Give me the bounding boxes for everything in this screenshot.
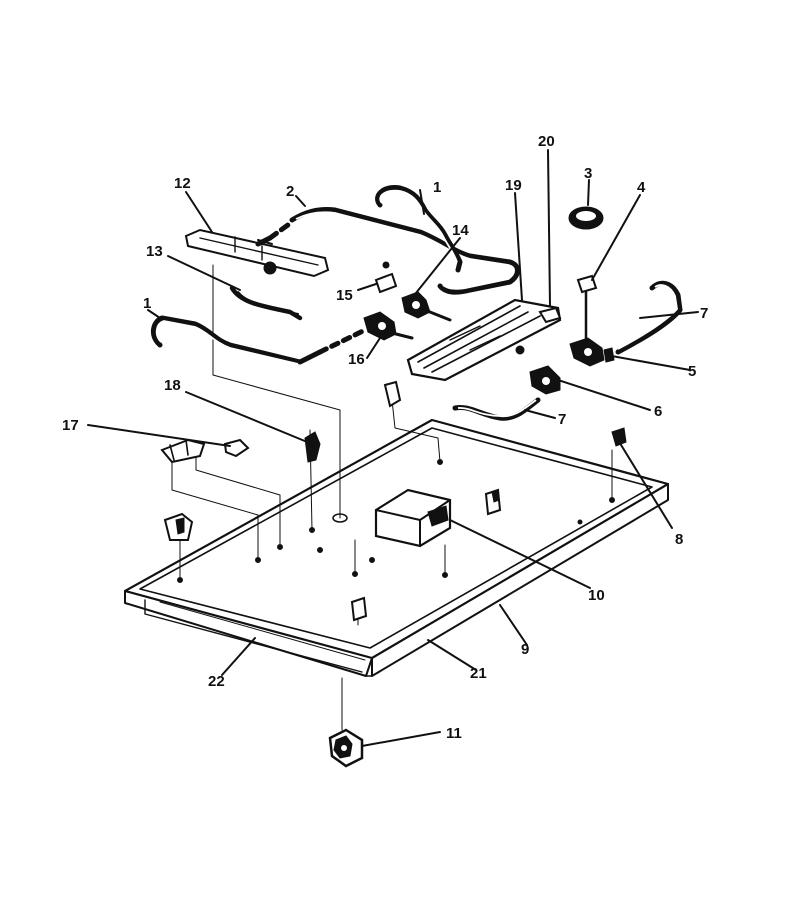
callout-4: 4 [637,179,646,196]
tube-7-upper [615,280,683,355]
valve-14 [401,291,452,322]
callout-17: 17 [62,417,79,434]
module-box-10 [374,488,452,548]
callout-3: 3 [584,165,592,182]
callout-20: 20 [538,133,555,150]
leader-lines [87,149,699,747]
callout-1-upper: 1 [433,179,441,196]
callout-7-lower: 7 [558,411,566,428]
callout-8: 8 [675,531,683,548]
tube-7-lower [452,397,541,421]
callout-16: 16 [348,351,365,368]
callout-18: 18 [164,377,181,394]
callout-15: 15 [336,287,353,304]
burner-bar-12 [184,228,330,278]
callout-14: 14 [452,222,469,239]
igniter-18 [304,431,321,463]
tube-1-lower [151,315,368,365]
callout-22: 22 [208,673,225,690]
valve-6 [529,365,561,395]
burner-bar-19 [406,298,562,382]
tray-holes [177,459,615,583]
callout-13: 13 [146,243,163,260]
callout-2: 2 [286,183,294,200]
bracket-17 [160,438,250,464]
callout-10: 10 [588,587,605,604]
base-tray [123,418,670,677]
callout-6: 6 [654,403,662,420]
callout-11: 11 [446,725,462,742]
callout-19: 19 [505,177,522,194]
valve-16 [363,311,414,341]
tube-13 [229,285,303,321]
tube-1-upper [375,184,463,273]
callout-9: 9 [521,641,529,658]
callout-5: 5 [688,363,696,380]
tray-clips [163,380,627,622]
ring-3 [568,206,604,230]
valve-11 [328,728,364,768]
callout-1-lower: 1 [143,295,151,312]
callout-labels: 1 1 2 3 4 5 6 7 7 8 9 10 11 12 13 14 15 … [62,133,708,742]
callout-21: 21 [470,665,487,682]
callout-7-upper: 7 [700,305,708,322]
callout-12: 12 [174,175,191,192]
gas-tube-2 [255,207,520,295]
clip-15 [374,261,398,294]
